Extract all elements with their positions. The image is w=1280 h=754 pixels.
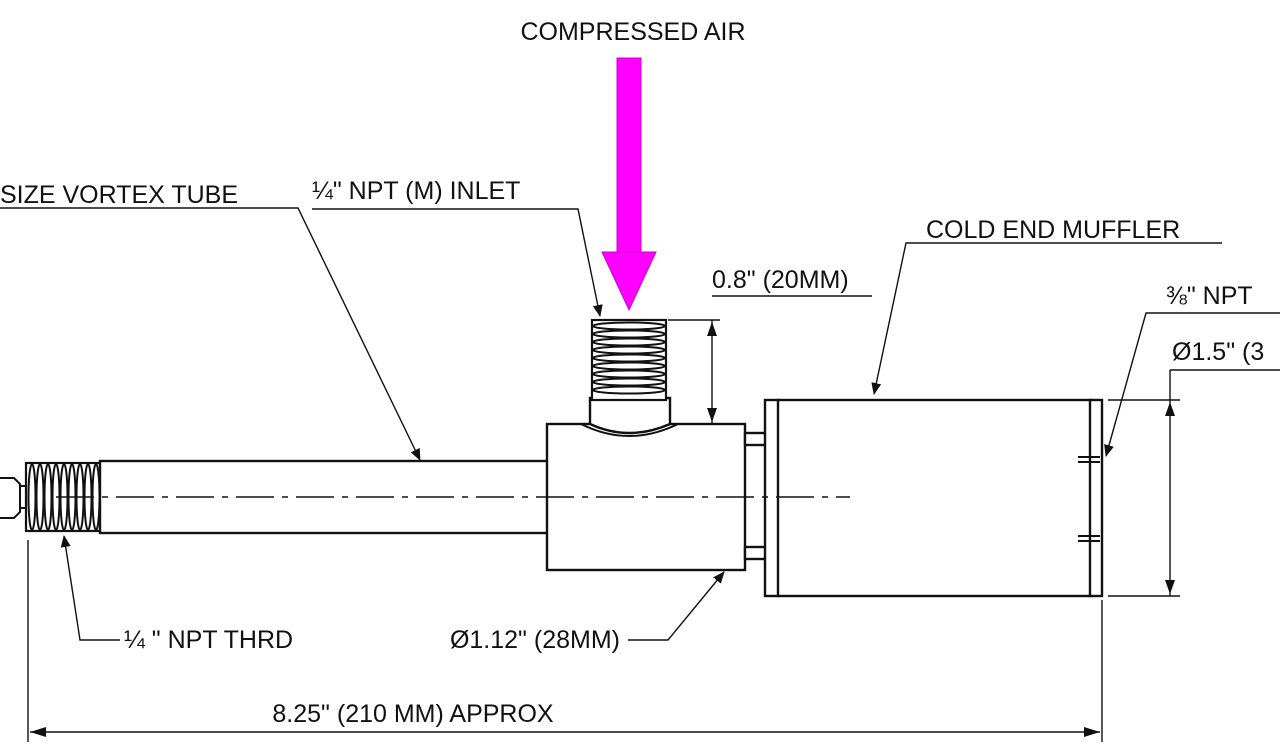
vortex-tube-leader — [0, 207, 421, 461]
muffler-diameter-label: Ø1.5" (3 — [1172, 338, 1264, 366]
overall-length-label: 8.25" (210 MM) APPROX — [272, 700, 554, 728]
thread-ring — [592, 385, 666, 395]
cold-end-muffler-label: COLD END MUFFLER — [926, 216, 1180, 244]
muffler-end-cap — [1088, 398, 1104, 598]
inlet-threads — [592, 321, 666, 395]
body-diameter-leader — [628, 571, 725, 641]
connector-top — [743, 431, 769, 447]
compressed-air-arrow — [601, 57, 657, 312]
muffler-leader — [871, 242, 1222, 395]
inlet-leader — [312, 208, 603, 317]
hot-end-thread-leader — [60, 535, 120, 641]
hot-end-thread-label: ¼ " NPT THRD — [124, 626, 293, 654]
vortex-tube-label: SIZE VORTEX TUBE — [0, 181, 238, 209]
connector-bottom — [743, 545, 769, 561]
body-diameter-label: Ø1.12" (28MM) — [450, 626, 620, 654]
compressed-air-label: COMPRESSED AIR — [520, 18, 745, 46]
inlet-depth-label: 0.8" (20MM) — [712, 266, 849, 294]
inlet-label: ¼" NPT (M) INLET — [312, 177, 520, 205]
muffler-body — [776, 398, 1094, 598]
muffler-thread-label: ⅜" NPT — [1166, 282, 1253, 310]
muffler-thread-leader — [1104, 312, 1280, 457]
